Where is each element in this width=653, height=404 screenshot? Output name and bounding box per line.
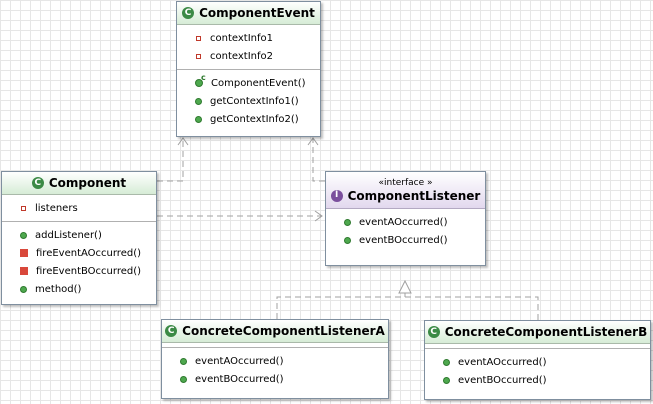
class-icon: C — [182, 7, 195, 19]
public-method-icon — [443, 358, 450, 366]
class-header: C ConcreteComponentListenerB — [425, 321, 650, 344]
arrowhead-listener — [314, 210, 323, 222]
interface-icon: I — [330, 189, 343, 202]
field-name: contextInfo1 — [210, 32, 273, 44]
method-name: eventBOccurred() — [195, 373, 284, 385]
method-item[interactable]: addListener() — [2, 226, 156, 244]
class-concrete-listener-b[interactable]: C ConcreteComponentListenerB eventAOccur… — [424, 320, 651, 400]
public-method-icon — [180, 357, 187, 365]
method-item[interactable]: eventAOccurred() — [425, 353, 650, 371]
private-method-icon — [20, 249, 28, 257]
method-name: eventAOccurred() — [458, 356, 547, 368]
method-name: eventAOccurred() — [195, 355, 284, 367]
realization-a — [276, 293, 406, 319]
class-component[interactable]: C Component listeners addListener() fire… — [1, 171, 157, 305]
method-item[interactable]: eventAOccurred() — [162, 352, 388, 370]
method-name: addListener() — [35, 229, 102, 241]
method-item[interactable]: ComponentEvent() — [177, 73, 320, 92]
method-name: getContextInfo2() — [210, 113, 299, 125]
private-field-icon — [196, 53, 201, 59]
method-name: eventAOccurred() — [359, 216, 448, 228]
methods-section: eventAOccurred() eventBOccurred() — [162, 347, 388, 392]
field-name: contextInfo2 — [210, 50, 273, 62]
private-field-icon — [21, 205, 26, 211]
dependency-listener-to-event — [312, 138, 325, 182]
public-method-icon — [344, 236, 351, 244]
method-item[interactable]: getContextInfo2() — [177, 110, 320, 128]
class-name: ConcreteComponentListenerA — [182, 324, 385, 338]
class-header: C Component — [2, 172, 156, 195]
public-method-icon — [443, 376, 450, 384]
method-name: ComponentEvent() — [211, 77, 306, 89]
method-name: getContextInfo1() — [210, 95, 299, 107]
class-icon: C — [31, 177, 44, 189]
method-item[interactable]: method() — [2, 280, 156, 298]
realization-b — [405, 296, 539, 320]
method-name: eventBOccurred() — [359, 234, 448, 246]
class-concrete-listener-a[interactable]: C ConcreteComponentListenerA eventAOccur… — [161, 319, 389, 399]
class-name: Component — [48, 176, 127, 190]
field-item[interactable]: contextInfo2 — [177, 47, 320, 65]
stereotype-label: «interface » — [378, 177, 433, 188]
constructor-icon — [195, 73, 206, 87]
class-component-event[interactable]: C ComponentEvent contextInfo1 contextInf… — [176, 1, 321, 137]
method-item[interactable]: fireEventBOccurred() — [2, 262, 156, 280]
field-item[interactable]: contextInfo1 — [177, 29, 320, 47]
method-item[interactable]: getContextInfo1() — [177, 92, 320, 110]
class-icon: C — [427, 326, 440, 338]
public-method-icon — [344, 218, 351, 226]
method-item[interactable]: eventAOccurred() — [326, 213, 485, 231]
methods-section: eventAOccurred() eventBOccurred() — [326, 209, 485, 253]
method-item[interactable]: fireEventAOccurred() — [2, 244, 156, 262]
dependency-component-to-event — [157, 138, 184, 182]
private-method-icon — [20, 267, 28, 275]
fields-section: contextInfo1 contextInfo2 — [177, 25, 320, 69]
class-icon: C — [165, 325, 178, 337]
method-item[interactable]: eventBOccurred() — [425, 371, 650, 389]
method-item[interactable]: eventBOccurred() — [326, 231, 485, 249]
arrowhead-event-1 — [177, 137, 189, 146]
public-method-icon — [180, 375, 187, 383]
class-header: C ComponentEvent — [177, 2, 320, 25]
field-name: listeners — [35, 202, 78, 214]
public-method-icon — [20, 285, 27, 293]
class-name: ComponentEvent — [199, 6, 315, 20]
interface-component-listener[interactable]: «interface » I ComponentListener eventAO… — [325, 171, 486, 266]
private-field-icon — [196, 35, 201, 41]
class-header: C ConcreteComponentListenerA — [162, 320, 388, 343]
field-item[interactable]: listeners — [2, 199, 156, 217]
public-method-icon — [20, 231, 27, 239]
method-name: eventBOccurred() — [458, 374, 547, 386]
interface-header: «interface » I ComponentListener — [326, 172, 485, 209]
public-method-icon — [195, 97, 202, 105]
class-name: ConcreteComponentListenerB — [444, 325, 648, 339]
arrowhead-event-2 — [307, 137, 319, 146]
methods-section: eventAOccurred() eventBOccurred() — [425, 348, 650, 393]
methods-section: addListener() fireEventAOccurred() fireE… — [2, 221, 156, 302]
method-name: fireEventAOccurred() — [36, 247, 141, 259]
method-item[interactable]: eventBOccurred() — [162, 370, 388, 388]
public-method-icon — [195, 115, 202, 123]
interface-name: ComponentListener — [347, 188, 481, 203]
fields-section: listeners — [2, 195, 156, 221]
methods-section: ComponentEvent() getContextInfo1() getCo… — [177, 69, 320, 132]
method-name: fireEventBOccurred() — [36, 265, 142, 277]
realization-triangle — [398, 279, 412, 294]
method-name: method() — [35, 283, 82, 295]
